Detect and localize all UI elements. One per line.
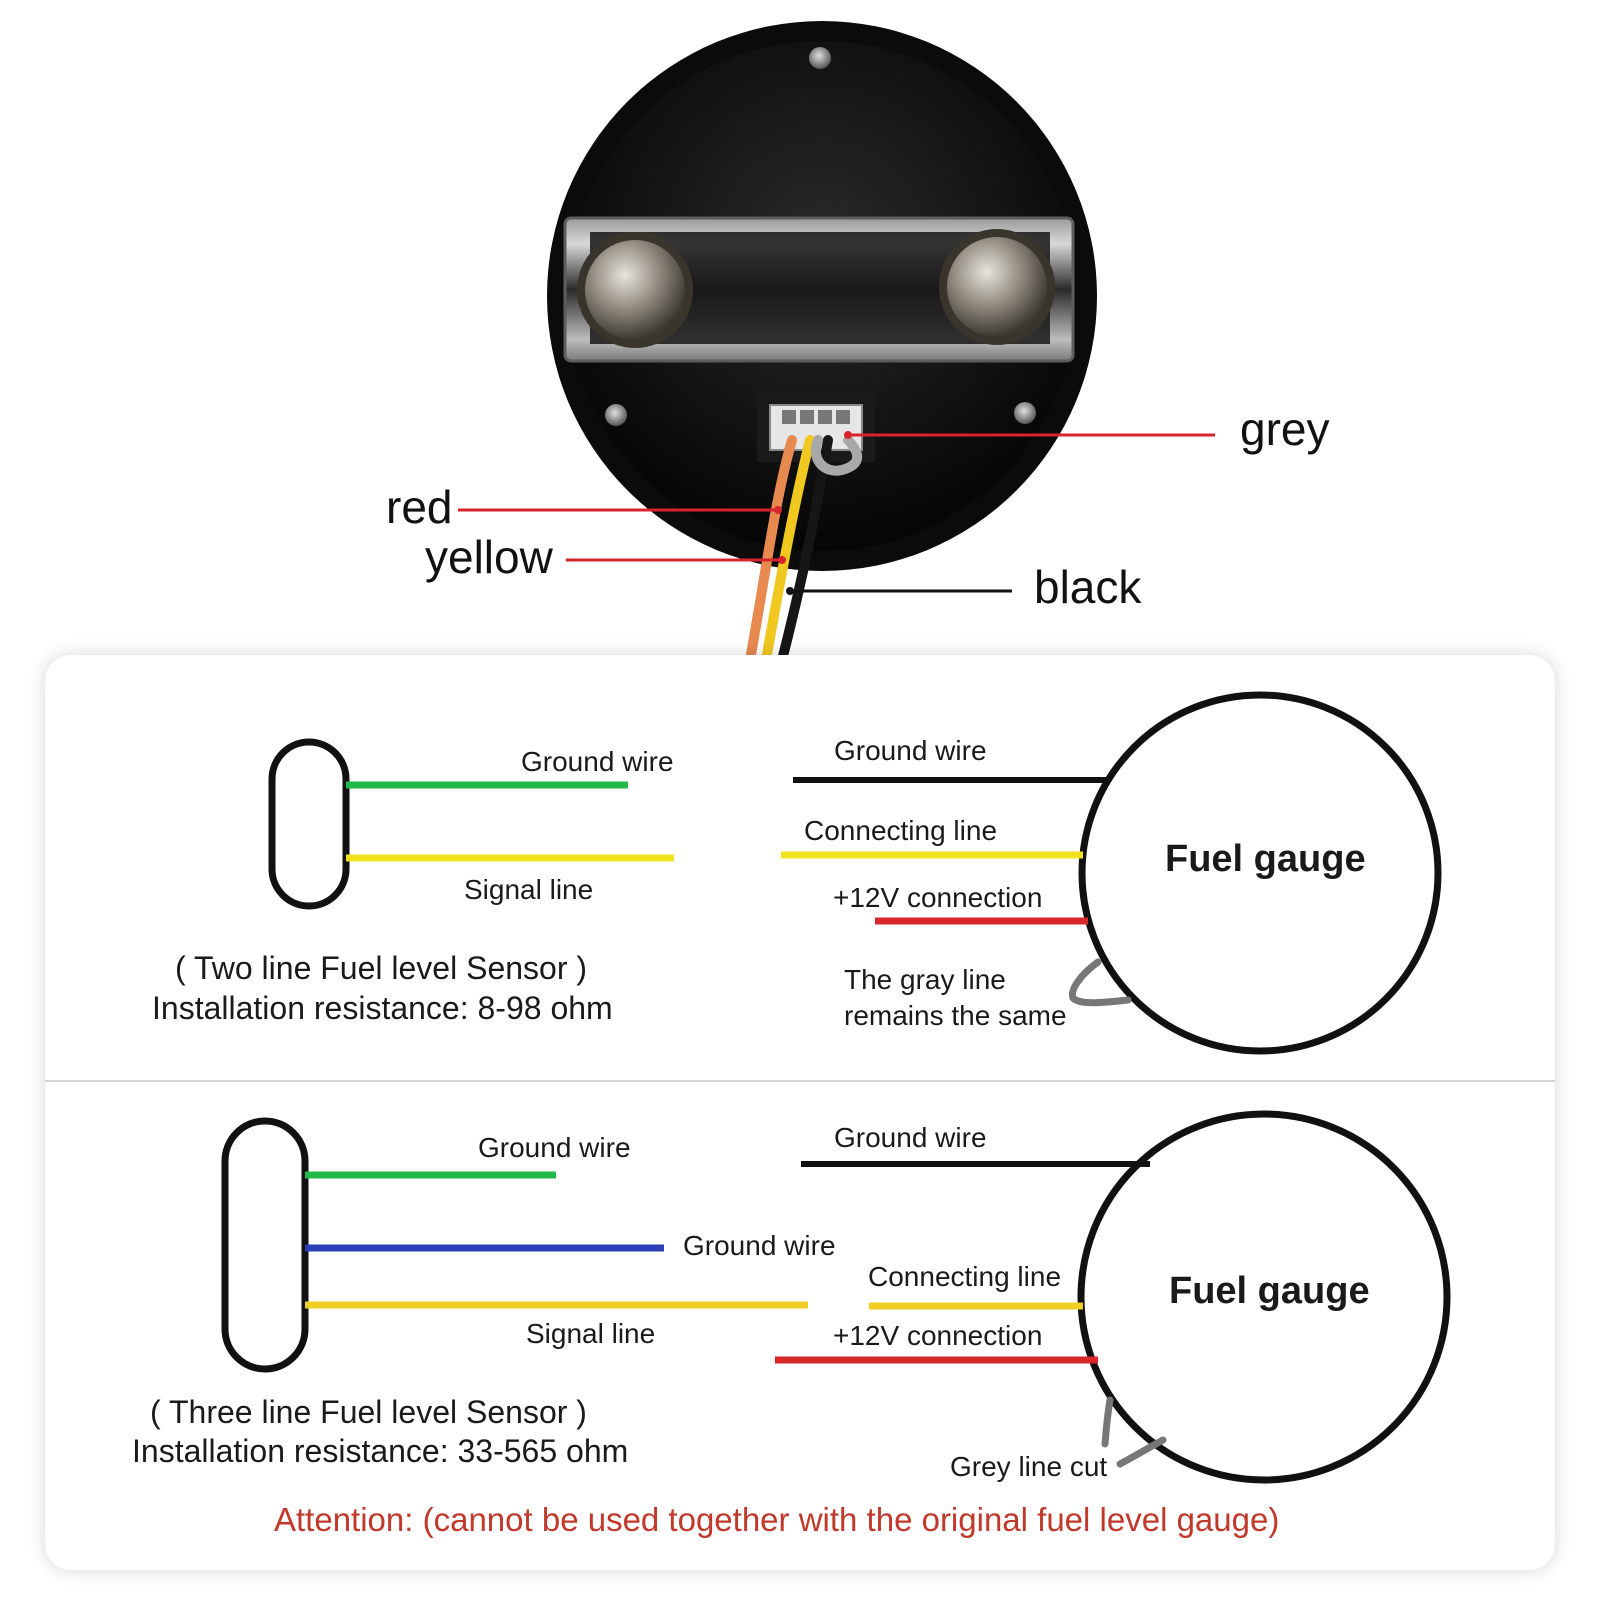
two-line-gauge-connecting-label: Connecting line bbox=[804, 815, 998, 846]
two-line-caption-resistance: Installation resistance: 8-98 ohm bbox=[152, 990, 613, 1026]
two-line-gauge-title: Fuel gauge bbox=[1165, 838, 1366, 880]
three-line-gauge-connecting-label: Connecting line bbox=[868, 1261, 1062, 1292]
three-line-sensor-signal-label: Signal line bbox=[526, 1318, 656, 1349]
two-line-sensor bbox=[268, 738, 350, 910]
two-line-caption-title: ( Two line Fuel level Sensor ) bbox=[175, 950, 588, 986]
three-line-sensor-ground-label-1: Ground wire bbox=[478, 1132, 631, 1163]
three-line-sensor-ground-label-2: Ground wire bbox=[683, 1230, 836, 1261]
label-grey: grey bbox=[1240, 403, 1330, 455]
two-line-gray-note-1: The gray line bbox=[844, 964, 1006, 995]
label-black: black bbox=[1034, 561, 1142, 613]
two-line-grey-wire-loop bbox=[1069, 958, 1132, 1007]
two-line-gray-note-2: remains the same bbox=[844, 1000, 1067, 1031]
two-line-sensor-ground-label: Ground wire bbox=[521, 746, 674, 777]
label-red: red bbox=[386, 481, 453, 533]
two-line-sensor-signal-label: Signal line bbox=[464, 874, 594, 905]
attention-note: Attention: (cannot be used together with… bbox=[274, 1501, 1280, 1538]
three-line-gauge-12v-label: +12V connection bbox=[833, 1320, 1043, 1351]
leader-lines bbox=[458, 431, 1215, 595]
two-line-gauge-12v-label: +12V connection bbox=[833, 882, 1043, 913]
gauge-back-photo bbox=[458, 21, 1215, 660]
three-line-grey-cut-label: Grey line cut bbox=[950, 1451, 1108, 1482]
three-line-gauge-ground-label: Ground wire bbox=[834, 1122, 987, 1153]
case-screws bbox=[605, 47, 1036, 426]
three-line-sensor bbox=[221, 1117, 309, 1373]
three-line-schematic bbox=[221, 1110, 1451, 1484]
two-line-schematic bbox=[268, 691, 1442, 1055]
section-divider bbox=[45, 1080, 1555, 1082]
two-line-fuel-gauge bbox=[1078, 691, 1442, 1055]
three-line-grey-wire-cut bbox=[1101, 1396, 1167, 1468]
two-line-gauge-ground-label: Ground wire bbox=[834, 735, 987, 766]
label-yellow: yellow bbox=[425, 531, 553, 583]
three-line-caption-title: ( Three line Fuel level Sensor ) bbox=[150, 1394, 587, 1430]
thumb-nuts bbox=[577, 229, 1055, 348]
harness-wires bbox=[745, 435, 862, 660]
three-line-caption-resistance: Installation resistance: 33-565 ohm bbox=[132, 1433, 629, 1469]
three-line-gauge-title: Fuel gauge bbox=[1169, 1270, 1370, 1312]
three-line-fuel-gauge bbox=[1077, 1110, 1451, 1484]
